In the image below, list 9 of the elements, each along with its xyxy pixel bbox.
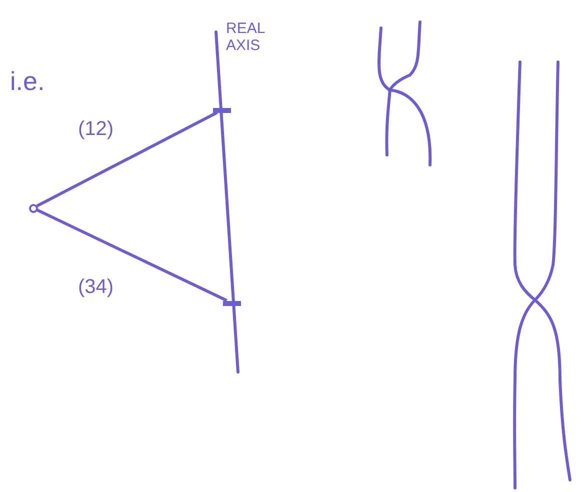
tick-mark [223,300,241,306]
tick-mark [213,108,231,112]
axis-label: REAL AXIS [226,20,266,54]
connector-line [36,208,228,302]
note-text: i.e. [10,65,45,98]
connector-line [36,111,218,208]
vertex-point [28,204,38,212]
edge-label: (12) [78,117,114,142]
edge-label: (34) [78,275,114,300]
